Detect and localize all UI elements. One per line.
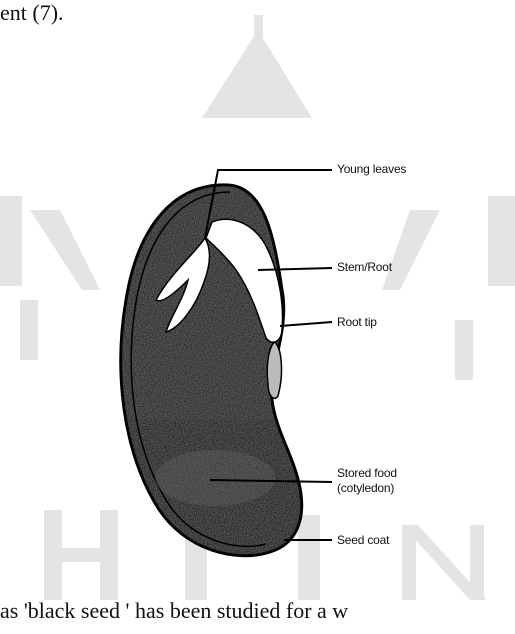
watermark-triangle xyxy=(202,30,312,118)
label-stem-root: Stem/Root xyxy=(337,260,392,274)
watermark-stem xyxy=(254,15,263,43)
page-text-bottom: as 'black seed ' has been studied for a … xyxy=(0,598,348,624)
label-stored-food: Stored food xyxy=(337,466,397,480)
root-tip-shape xyxy=(267,342,281,398)
stored-food-area xyxy=(155,450,275,506)
label-young-leaves: Young leaves xyxy=(337,162,406,176)
label-root-tip: Root tip xyxy=(337,315,377,329)
leader-root-tip xyxy=(280,322,332,326)
label-cotyledon: (cotyledon) xyxy=(337,481,394,495)
label-seed-coat: Seed coat xyxy=(337,533,389,547)
seed xyxy=(110,180,310,570)
page-text-top: ent (7). xyxy=(0,0,64,26)
